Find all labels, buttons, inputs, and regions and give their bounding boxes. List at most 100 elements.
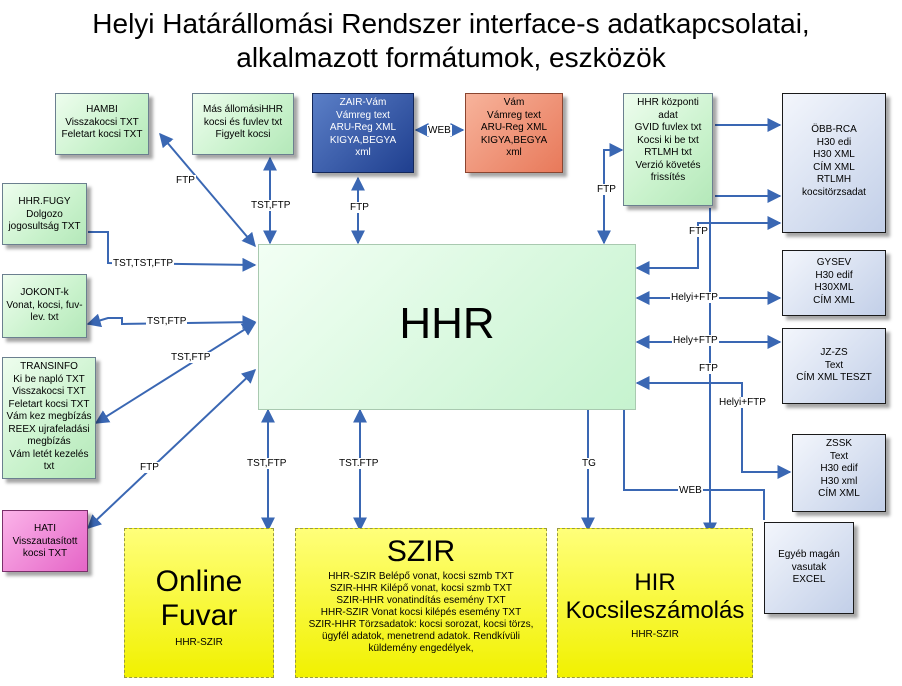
label-tg-hir: TG — [581, 458, 597, 469]
mas-line: Figyelt kocsi — [215, 129, 271, 140]
transinfo-line: Vám kez megbízás — [6, 411, 92, 422]
hir-sub: HHR-SZIR — [631, 629, 679, 640]
label-ftp-zair: FTP — [349, 202, 370, 213]
zair-line: Vámreg text — [336, 109, 390, 121]
hati-line: Visszautasított — [12, 535, 78, 547]
box-mas-allomasi: Más állomásiHHR kocsi és fuvlev txt Figy… — [192, 93, 294, 155]
hhrk-line: RTLMH txt — [644, 147, 692, 158]
transinfo-line: Ki be napló TXT — [13, 373, 85, 385]
jzzs-line: Text — [824, 359, 844, 371]
label-web-egyeb: WEB — [678, 485, 703, 496]
label-tstftp-mas: TST,FTP — [250, 200, 292, 211]
box-vam: Vám Vámreg text ARU-Reg XML KIGYA,BEGYA … — [465, 93, 563, 173]
transinfo-line: Visszakocsi TXT — [12, 386, 86, 397]
obb-line: H30 edi — [816, 136, 852, 148]
vam-line: Vám — [503, 97, 525, 108]
box-online-fuvar: Online Fuvar HHR-SZIR — [124, 528, 274, 678]
gysev-line: H30XML — [814, 282, 854, 293]
connector-transinfo — [94, 322, 257, 424]
fugy-line: HHR.FUGY — [18, 196, 71, 207]
online-line2: Fuvar — [160, 599, 238, 632]
hati-line: kocsi TXT — [22, 548, 68, 559]
box-zssk: ZSSK Text H30 edif H30 xml CÍM XML — [792, 434, 886, 512]
hhrk-line: Kocsi ki be txt — [637, 134, 699, 146]
szir-line: ügyfél adatok, menetrend adatok. Rendkív… — [322, 631, 520, 642]
label-helyiftp-gysev: Helyi+FTP — [670, 292, 719, 303]
hambi-line: Visszakocsi TXT — [65, 116, 139, 128]
szir-title: SZIR — [386, 535, 456, 568]
online-sub: HHR-SZIR — [175, 637, 223, 648]
connector-hati — [86, 369, 257, 529]
label-tstftp-online: TST,FTP — [246, 458, 288, 469]
label-helyftp-jzzs: Hely+FTP — [672, 335, 719, 346]
hambi-line: HAMBI — [86, 104, 118, 115]
hir-line2: Kocsileszámolás — [565, 597, 745, 624]
mas-line: Más állomásiHHR — [202, 104, 283, 115]
label-ftp-vertical: FTP — [698, 363, 719, 374]
zair-line: KIGYA,BEGYA — [329, 134, 397, 146]
transinfo-line: REEX ujrafeladási — [8, 423, 90, 435]
fugy-line: Dolgozo — [26, 208, 63, 220]
box-gysev: GYSEV H30 edif H30XML CÍM XML — [782, 250, 886, 316]
szir-line: SZIR-HHR Törzsadatok: kocsi sorozat, koc… — [308, 619, 534, 630]
zair-line: ARU-Reg XML — [329, 122, 397, 133]
hhrk-line: GVID fuvlex txt — [634, 122, 702, 133]
zssk-line: H30 edif — [820, 463, 858, 474]
zair-line: ZAIR-Vám — [339, 97, 387, 108]
vam-line: xml — [506, 147, 522, 158]
box-obb-rca: ÖBB-RCA H30 edi H30 XML CÍM XML RTLMH ko… — [782, 93, 886, 233]
connector-hambi — [159, 132, 256, 248]
szir-line: SZIR-HHR vonatindítás esemény TXT — [336, 595, 506, 606]
gysev-line: H30 edif — [815, 269, 853, 281]
zssk-line: ZSSK — [825, 438, 853, 449]
jzzs-line: JZ-ZS — [820, 347, 848, 358]
page-title-line-1: Helyi Határállomási Rendszer interface-s… — [92, 8, 810, 39]
label-tstftp-jokont: TST,FTP — [146, 316, 188, 327]
obb-line: kocsitörzsadat — [802, 186, 866, 198]
gysev-line: GYSEV — [816, 257, 852, 268]
label-ftp-obb: FTP — [688, 226, 709, 237]
hhrk-line: Verzió követés — [635, 159, 701, 171]
szir-line: SZIR-HHR Kilépő vonat, kocsi szmb TXT — [329, 583, 513, 594]
label-tstftp-transinfo: TST,FTP — [170, 352, 212, 363]
box-hir: HIR Kocsileszámolás HHR-SZIR — [557, 528, 753, 678]
szir-line: küldemény engedélyek, — [368, 643, 474, 654]
hambi-line: Feletart kocsi TXT — [61, 129, 143, 140]
gysev-line: CÍM XML — [813, 294, 855, 306]
connector-zssk — [635, 376, 792, 479]
transinfo-line: Feletart kocsi TXT — [8, 398, 90, 410]
hhr-center-box: HHR — [258, 244, 636, 410]
hati-line: HATI — [33, 523, 57, 534]
label-ftp-hambi: FTP — [175, 175, 196, 186]
connector-obb — [635, 216, 782, 275]
transinfo-line: Vám letét kezelés — [9, 448, 89, 460]
obb-line: ÖBB-RCA — [811, 124, 857, 135]
label-ftp-hati: FTP — [139, 462, 160, 473]
zair-line: xml — [355, 147, 371, 158]
hhrk-line: adat — [658, 109, 678, 121]
box-szir: SZIR HHR-SZIR Belépő vonat, kocsi szmb T… — [295, 528, 547, 678]
vam-line: KIGYA,BEGYA — [480, 134, 548, 146]
obb-line: H30 XML — [813, 149, 855, 160]
label-tsttstftp-fugy: TST,TST,FTP — [112, 258, 174, 269]
box-zair-vam: ZAIR-Vám Vámreg text ARU-Reg XML KIGYA,B… — [312, 93, 414, 173]
obb-line: RTLMH — [816, 174, 852, 185]
fugy-line: jogosultság TXT — [8, 221, 81, 232]
zssk-line: H30 xml — [820, 475, 858, 487]
vam-line: ARU-Reg XML — [480, 122, 548, 133]
box-hati: HATI Visszautasított kocsi TXT — [2, 510, 88, 572]
hir-line1: HIR — [634, 569, 676, 596]
label-ftp-hhrk: FTP — [596, 184, 617, 195]
transinfo-line: txt — [43, 461, 55, 472]
szir-line: HHR-SZIR Belépő vonat, kocsi szmb TXT — [328, 571, 514, 582]
box-jokont: JOKONT-k Vonat, kocsi, fuv- lev. txt — [2, 274, 87, 338]
hhr-center-label: HHR — [399, 299, 495, 348]
box-jz-zs: JZ-ZS Text CÍM XML TESZT — [782, 328, 886, 404]
obb-line: CÍM XML — [813, 161, 855, 173]
label-web: WEB — [427, 125, 452, 136]
vam-line: Vámreg text — [487, 109, 541, 121]
box-hhr-kozponti: HHR központi adat GVID fuvlex txt Kocsi … — [623, 93, 713, 206]
egyeb-line: vasutak — [791, 561, 827, 573]
zssk-line: CÍM XML — [818, 488, 860, 499]
jokont-line: Vonat, kocsi, fuv- — [6, 299, 83, 311]
